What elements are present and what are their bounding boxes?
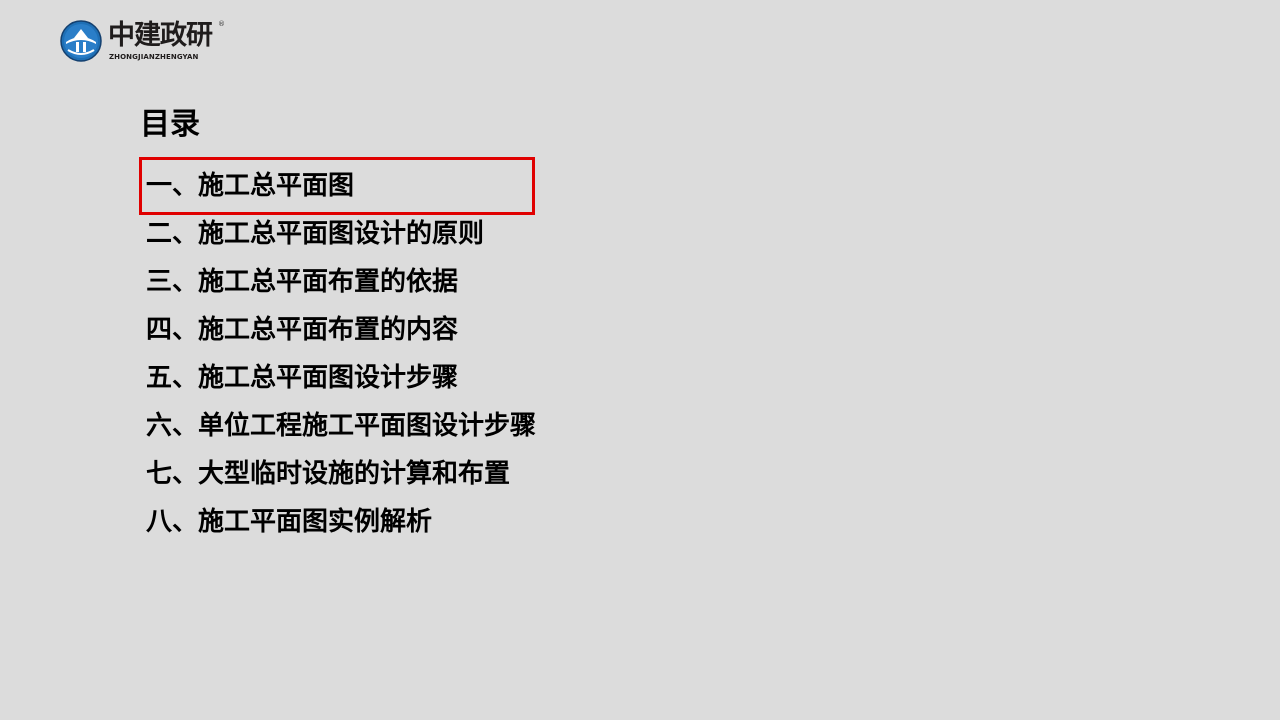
toc-title: 目录 bbox=[140, 107, 200, 142]
toc-item-4[interactable]: 四、施工总平面布置的内容 bbox=[146, 315, 459, 345]
logo-pinyin: ZHONGJIANZHENGYAN bbox=[109, 53, 199, 61]
toc-item-3[interactable]: 三、施工总平面布置的依据 bbox=[146, 267, 459, 297]
toc-item-1[interactable]: 一、施工总平面图 bbox=[146, 171, 355, 201]
toc-item-7[interactable]: 七、大型临时设施的计算和布置 bbox=[146, 459, 511, 489]
company-logo: 中建政研 ® ZHONGJIANZHENGYAN bbox=[60, 20, 230, 64]
toc-item-6[interactable]: 六、单位工程施工平面图设计步骤 bbox=[146, 411, 537, 441]
toc-item-5[interactable]: 五、施工总平面图设计步骤 bbox=[146, 363, 459, 393]
toc-item-2[interactable]: 二、施工总平面图设计的原则 bbox=[146, 219, 485, 249]
toc-item-8[interactable]: 八、施工平面图实例解析 bbox=[146, 507, 433, 537]
registered-mark: ® bbox=[218, 20, 225, 28]
toc-list: 一、施工总平面图 二、施工总平面图设计的原则 三、施工总平面布置的依据 四、施工… bbox=[146, 162, 536, 546]
logo-emblem-icon bbox=[60, 20, 102, 62]
logo-name: 中建政研 bbox=[108, 20, 213, 51]
